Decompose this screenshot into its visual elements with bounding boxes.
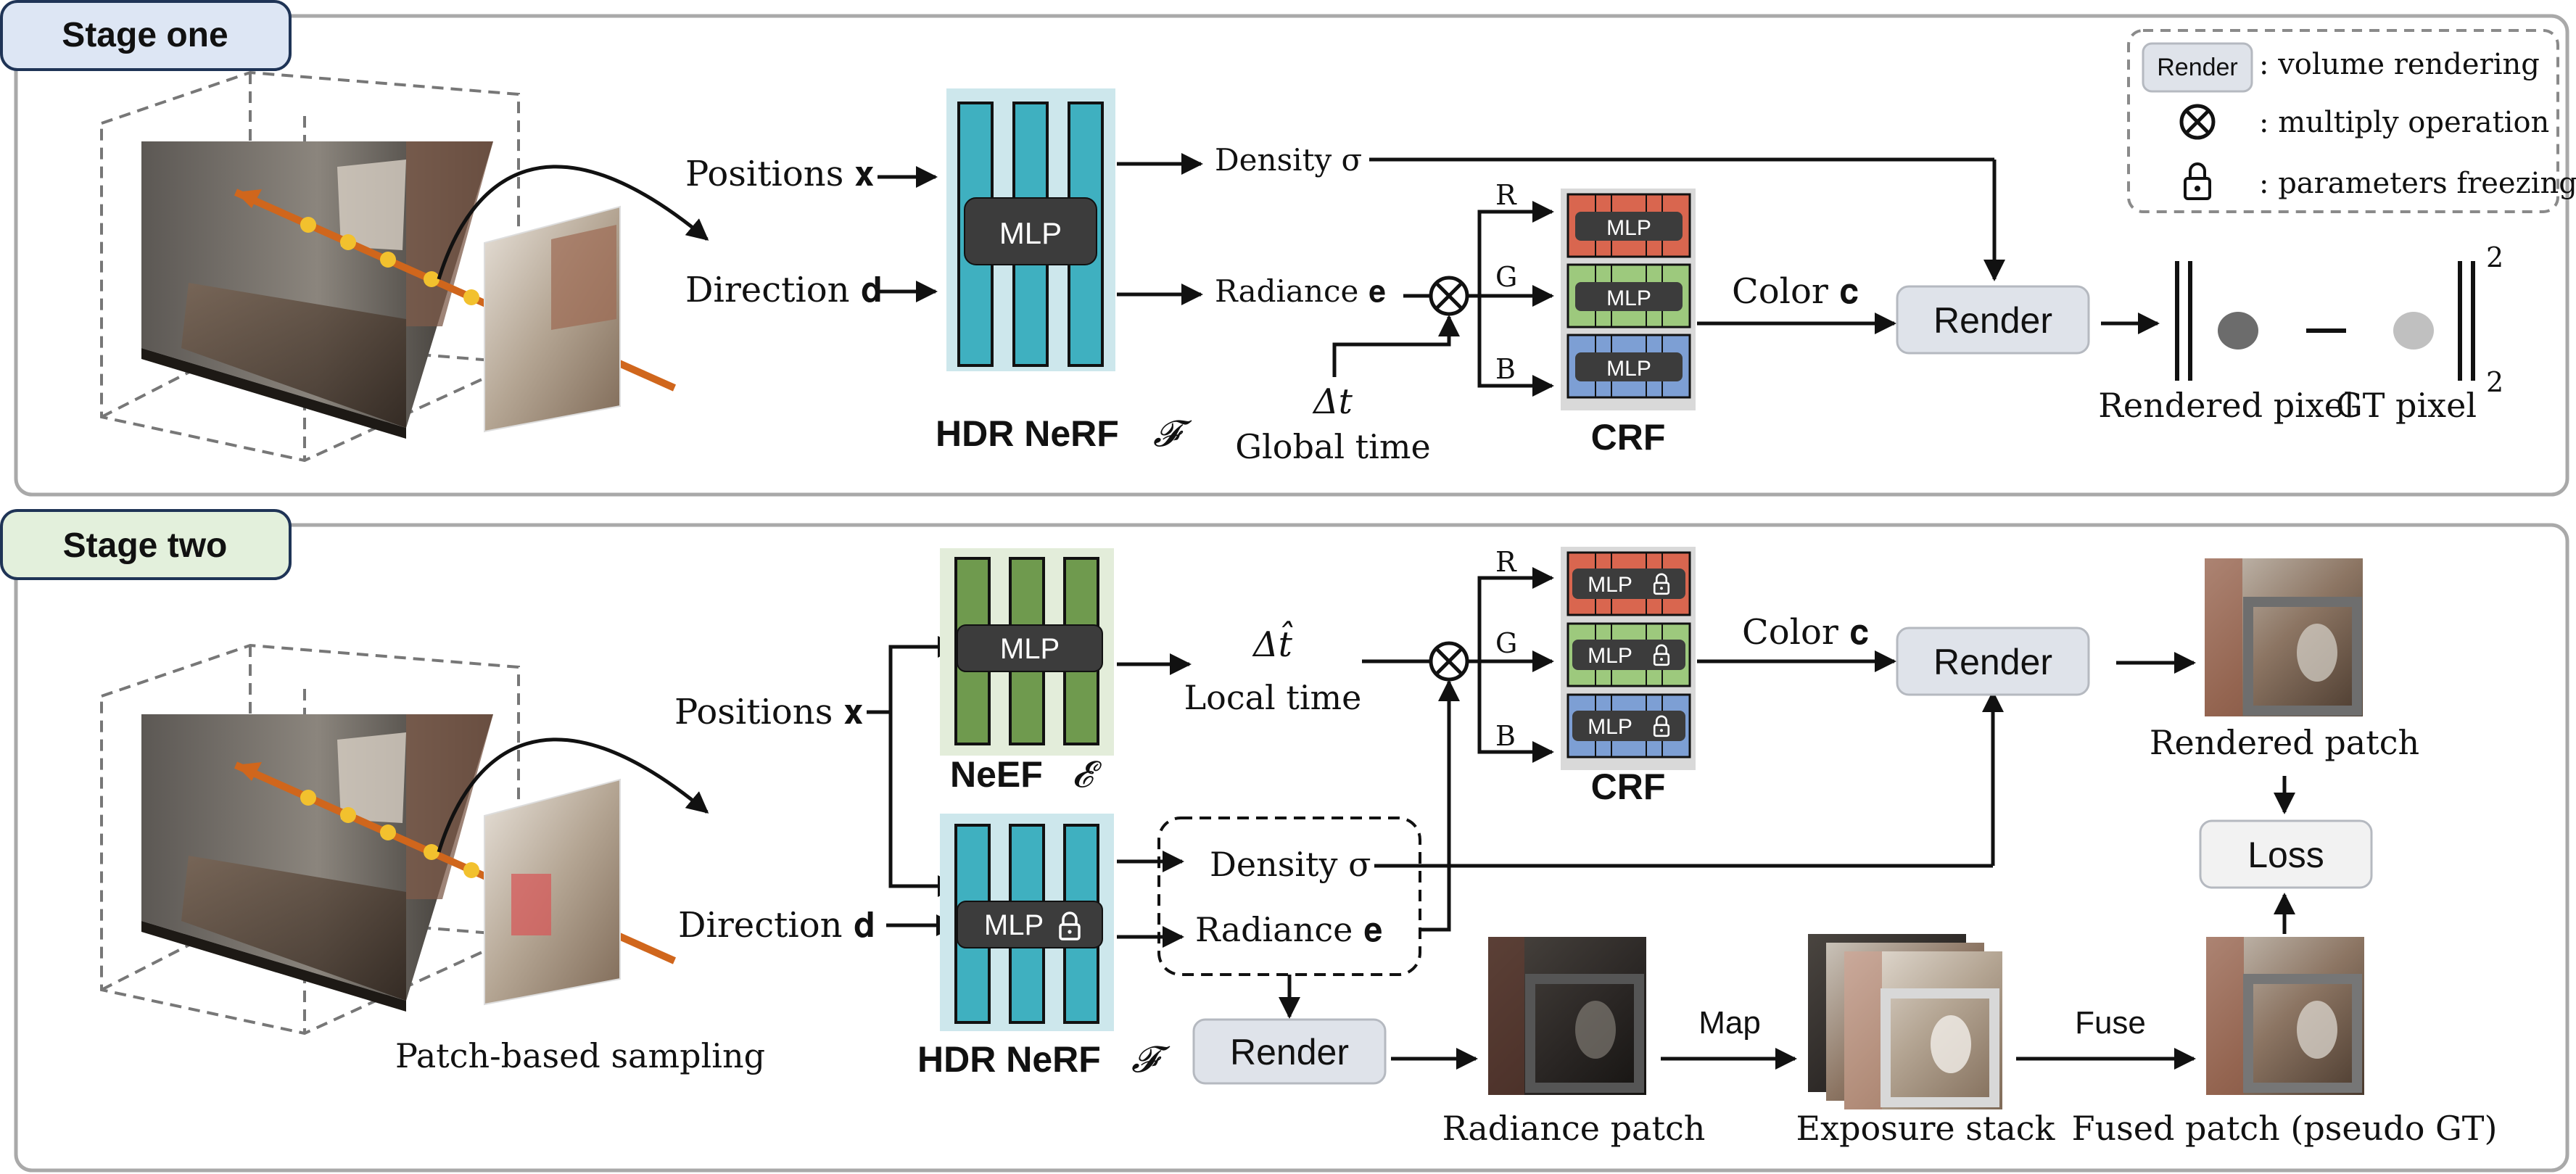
crf-label-2: CRF [1591,766,1666,807]
render-label-2: Render [1933,642,2052,682]
direction-label-2: Direction 𝐝 [678,905,875,946]
render-box-1 [1896,285,2090,355]
nerf-output-group [1157,817,1421,976]
hdr-nerf-label-1: HDR NeRF [936,413,1119,454]
neef-label: NeEF [950,754,1043,795]
radiance-label-2: Radiance 𝐞 [1195,910,1383,949]
crf-mlp-b-1: MLP [1606,357,1651,381]
render-label-1: Render [1933,300,2052,341]
crf-network-2: MLP MLP MLP [1561,547,1696,770]
channel-b-label-1: B [1495,353,1516,385]
map-label: Map [1698,1005,1761,1041]
fuse-label: Fuse [2075,1005,2146,1041]
radiance-patch-label: Radiance patch [1442,1109,1706,1148]
legend-render-chip: Render [2157,54,2238,81]
fused-patch-label: Fused patch (pseudo GT) [2072,1109,2498,1148]
delta-t-hat-label: Δt̂ [1252,621,1293,665]
delta-t-label: Δt [1312,381,1353,422]
density-label-2: Density σ [1210,845,1371,884]
radiance-label-1: Radiance 𝐞 [1215,273,1386,309]
crf-mlp-r-2: MLP [1588,573,1632,597]
crf-mlp-g-1: MLP [1606,286,1651,310]
crf-mlp-r-1: MLP [1606,216,1651,240]
hdr-nerf-network-2: MLP [940,814,1114,1031]
hdr-nerf-network-1: MLP [946,88,1115,371]
mlp-label-1: MLP [999,216,1062,250]
channel-b-label-2: B [1495,720,1516,752]
channel-g-label-1: G [1495,261,1517,293]
render-box-2 [1896,627,2090,696]
stage-two-badge [0,509,292,580]
stage-two-title: Stage two [63,526,228,565]
rendered-patch-image [2205,558,2363,716]
legend-box: Render : volume rendering : multiply ope… [2127,29,2576,213]
crf-network-1: MLP MLP MLP [1561,189,1696,410]
crf-mlp-g-2: MLP [1588,644,1632,668]
mlp-label-nerf-2: MLP [984,909,1044,941]
stage-one-title: Stage one [62,16,228,54]
exposure-stack-image [1808,934,2002,1109]
patch-sampling-label: Patch-based sampling [395,1036,765,1075]
rendered-pixel-label: Rendered pixel [2098,386,2354,425]
density-label-1: Density σ [1215,142,1362,178]
crf-mlp-b-2: MLP [1588,715,1632,739]
legend-freeze-desc: : parameters freezing [2259,167,2576,200]
crf-label-1: CRF [1591,417,1666,458]
legend-multiply-desc: : multiply operation [2259,106,2549,139]
room-scene-1 [100,70,709,463]
legend-lock-icon [2184,162,2211,200]
mlp-label-neef: MLP [1000,633,1060,665]
neef-network: MLP [940,548,1114,756]
norm-superscript: 2 [2486,241,2503,273]
color-label-1: Color 𝐜 [1732,271,1859,312]
norm-subscript: 2 [2486,366,2503,398]
multiply-node-2 [1429,641,1469,682]
positions-label-1: Positions 𝐱 [685,154,874,194]
room-scene-2 [100,643,709,1035]
channel-g-label-2: G [1495,627,1517,659]
channel-r-label-1: R [1495,179,1517,211]
radiance-patch-image [1488,937,1646,1095]
channel-r-label-2: R [1495,546,1517,578]
multiply-node-1 [1429,276,1469,316]
color-label-2: Color 𝐜 [1742,612,1869,653]
hdr-nerf-label-2: HDR NeRF [917,1039,1101,1080]
pixel-loss-norm [2175,261,2475,381]
direction-label-1: Direction 𝐝 [685,270,883,310]
stage-one-badge [0,0,292,71]
rendered-patch-label: Rendered patch [2150,723,2419,762]
loss-box [2199,819,2373,889]
positions-label-2: Positions 𝐱 [674,692,863,732]
local-time-label: Local time [1184,678,1362,717]
legend-render-desc: : volume rendering [2259,48,2540,81]
loss-label: Loss [2247,835,2324,875]
global-time-label: Global time [1235,427,1430,466]
render-label-3: Render [1230,1032,1349,1072]
exposure-stack-label: Exposure stack [1796,1109,2056,1148]
gt-pixel-label: GT pixel [2336,386,2477,425]
fused-patch-image [2206,937,2364,1095]
legend-multiply-icon [2179,104,2216,140]
render-box-3 [1192,1018,1387,1085]
